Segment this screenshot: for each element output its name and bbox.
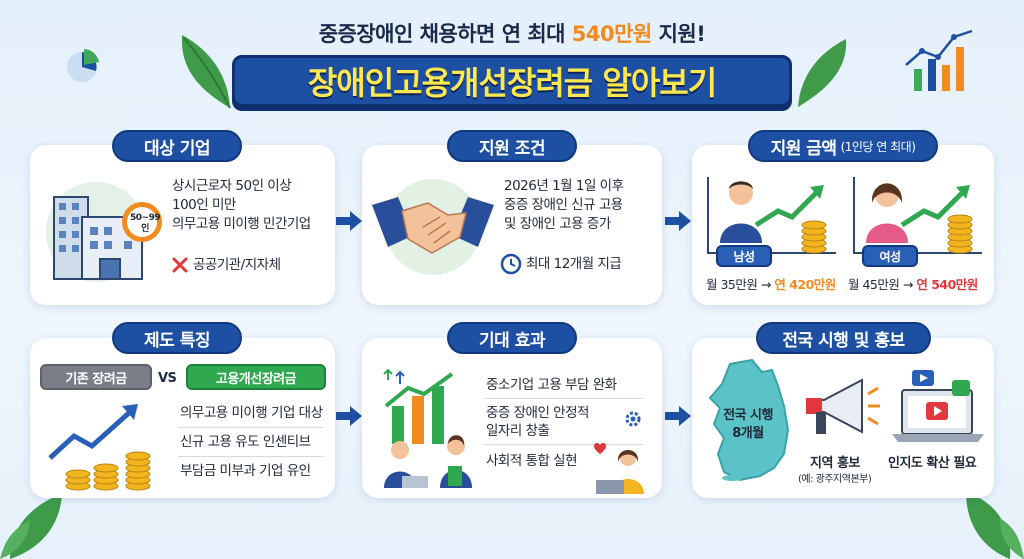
target-line-3: 의무고용 미이행 민간기업 — [172, 216, 311, 232]
leaf-decoration-top-left — [181, 35, 231, 109]
features-card: 기존 장려금 VS 고용개선장려금 의무고용 미이행 기업 대상 신규 고용 유… — [30, 338, 335, 498]
divider — [178, 456, 324, 457]
subtitle-highlight: 540만원 — [571, 22, 652, 46]
male-tag: 남성 — [716, 245, 772, 267]
condition-label: 지원 조건 — [447, 130, 577, 162]
target-label-text: 대상 기업 — [144, 138, 210, 159]
feature-line-1: 의무고용 미이행 기업 대상 — [180, 405, 323, 421]
leaf-decoration-bottom-left — [0, 494, 62, 559]
feature-line-3: 부담금 미부과 기업 유인 — [180, 463, 311, 479]
condition-line-3: 및 장애인 고용 증가 — [504, 216, 611, 232]
old-incentive-tag: 기존 장려금 — [40, 364, 152, 390]
effect-line-4: 사회적 통합 실현 — [486, 453, 578, 469]
regional-promotion: 지역 홍보 — [810, 456, 860, 471]
effects-label: 기대 효과 — [447, 322, 577, 354]
nationwide-label: 전국 시행 및 홍보 — [756, 322, 931, 354]
target-label: 대상 기업 — [112, 130, 242, 162]
subtitle-prefix: 중증장애인 채용하면 연 최대 — [318, 22, 572, 46]
arrow-right-icon — [336, 211, 362, 231]
amount-card: 남성 여성 월 35만원 → 연 420만원 월 45만원 → 연 540만원 — [692, 145, 994, 305]
gear-icon — [625, 411, 641, 427]
male-tag-text: 남성 — [733, 249, 755, 264]
laptop-media-icon — [892, 370, 984, 442]
arrow-glyph: → — [902, 277, 913, 292]
amount-label-text: 지원 금액 — [770, 138, 837, 159]
header-subtitle: 중증장애인 채용하면 연 최대 540만원 지원! — [0, 18, 1024, 48]
condition-line-1: 2026년 1월 1일 이후 — [504, 178, 624, 194]
target-line-1: 상시근로자 50인 이상 — [172, 178, 292, 194]
new-incentive-text: 고용개선장려금 — [215, 371, 297, 387]
pie-chart-icon — [67, 49, 99, 82]
vs-label: VS — [158, 371, 177, 386]
awareness-need: 인지도 확산 필요 — [888, 456, 977, 471]
building-icon — [46, 182, 162, 282]
divider — [484, 444, 644, 445]
male-monthly: 월 35만원 — [706, 277, 758, 292]
female-tag-text: 여성 — [879, 249, 901, 264]
nationwide-label-text: 전국 시행 및 홍보 — [782, 330, 905, 351]
effect-line-1: 중소기업 고용 부담 완화 — [486, 377, 617, 393]
male-yearly: 연 420만원 — [774, 277, 836, 292]
divider — [178, 427, 324, 428]
arrow-right-icon — [665, 211, 691, 231]
female-amount: 월 45만원 → 연 540만원 — [848, 275, 978, 294]
condition-card: 2026년 1월 1일 이후 중증 장애인 신규 고용 및 장애인 고용 증가 … — [362, 145, 662, 305]
arrow-right-icon — [665, 406, 691, 426]
main-title-banner: 장애인고용개선장려금 알아보기 — [232, 55, 792, 107]
effects-label-text: 기대 효과 — [479, 330, 545, 351]
clock-icon — [500, 253, 522, 275]
condition-label-text: 지원 조건 — [479, 138, 545, 159]
old-incentive-text: 기존 장려금 — [65, 371, 127, 387]
page-title: 장애인고용개선장려금 알아보기 — [307, 64, 717, 102]
female-monthly: 월 45만원 — [848, 277, 900, 292]
headcount-badge: 50~99인 — [130, 213, 161, 234]
map-label-line-1: 전국 시행 — [723, 408, 773, 423]
bar-chart-icon — [905, 29, 973, 91]
subtitle-suffix: 지원! — [651, 22, 706, 46]
feature-line-2: 신규 고용 유도 인센티브 — [180, 434, 311, 450]
arrow-glyph: → — [760, 277, 771, 292]
female-tag: 여성 — [862, 245, 918, 267]
amount-label-note: (1인당 연 최대) — [840, 139, 916, 154]
team-growth-icon — [383, 368, 472, 488]
male-amount: 월 35만원 → 연 420만원 — [706, 275, 836, 294]
laptop-woman-icon — [594, 443, 644, 494]
handshake-icon — [372, 179, 494, 275]
target-card: 50~99인 상시근로자 50인 이상 100인 미만 의무고용 미이행 민간기… — [30, 145, 335, 305]
regional-note: (예: 광주지역본부) — [798, 474, 872, 485]
target-excluded: 공공기관/지자체 — [193, 257, 281, 273]
effect-line-2: 중증 장애인 안정적 — [486, 405, 589, 421]
target-line-2: 100인 미만 — [172, 197, 236, 213]
korea-map-icon — [708, 358, 790, 482]
x-icon — [172, 257, 188, 273]
leaf-decoration-top-right — [798, 39, 847, 107]
effect-line-3: 일자리 창출 — [486, 423, 550, 439]
arrow-right-icon — [336, 406, 362, 426]
effects-card: 중소기업 고용 부담 완화 중증 장애인 안정적 일자리 창출 사회적 통합 실… — [362, 338, 662, 498]
features-label-text: 제도 특징 — [144, 330, 210, 351]
megaphone-icon — [806, 378, 880, 434]
map-label-line-2: 8개월 — [732, 426, 764, 441]
growth-coins-icon — [48, 404, 151, 491]
leaf-decoration-bottom-right — [966, 492, 1024, 559]
divider — [484, 398, 644, 399]
features-label: 제도 특징 — [112, 322, 242, 354]
male-worker-coins-icon — [707, 177, 836, 254]
female-yearly: 연 540만원 — [916, 277, 978, 292]
female-worker-coins-icon — [853, 177, 982, 254]
condition-duration: 최대 12개월 지급 — [526, 256, 622, 272]
nationwide-card: 전국 시행 8개월 지역 홍보 (예: 광주지역본부) 인지도 확산 필요 — [692, 338, 994, 498]
condition-line-2: 중증 장애인 신규 고용 — [504, 197, 623, 213]
new-incentive-tag: 고용개선장려금 — [186, 364, 326, 390]
amount-label: 지원 금액(1인당 연 최대) — [748, 130, 938, 162]
